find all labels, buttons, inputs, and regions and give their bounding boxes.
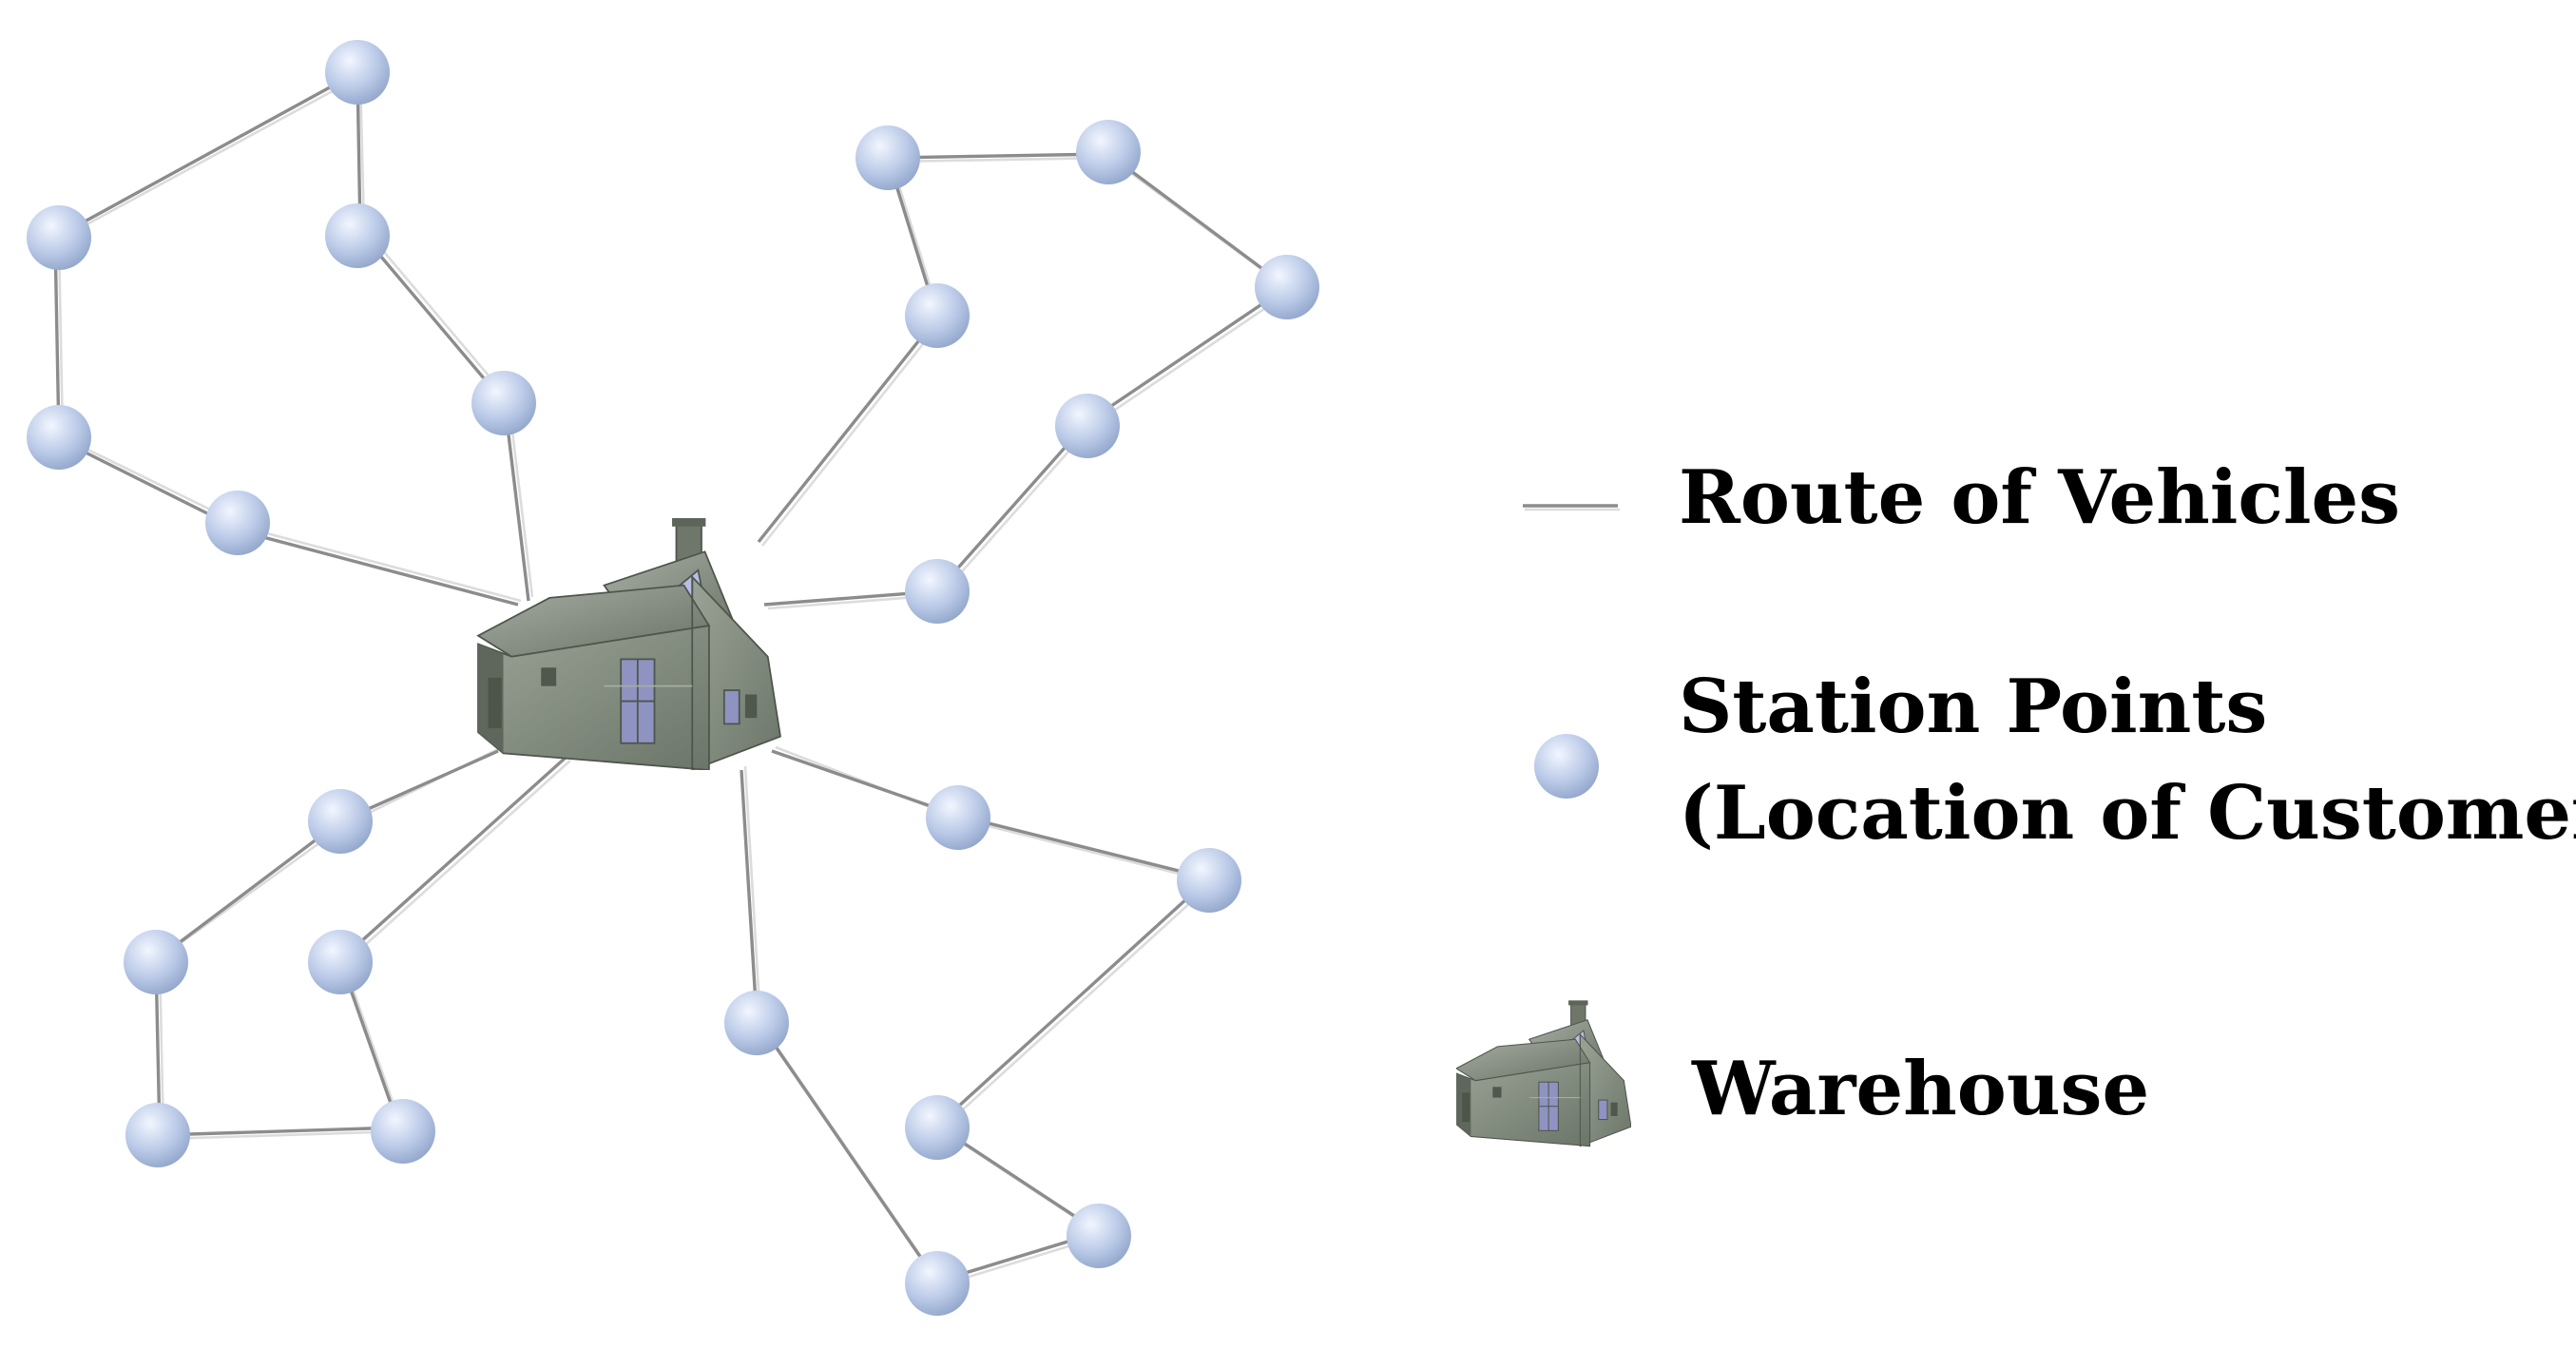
station-point	[308, 930, 373, 994]
station-point	[205, 491, 270, 555]
legend: Route of Vehicles Station Points (Locati…	[1456, 454, 2576, 1147]
station-point	[1177, 848, 1241, 913]
station-point	[1076, 120, 1141, 184]
route-4	[740, 745, 1216, 1287]
station-point	[371, 1099, 435, 1164]
legend-route-label: Route of Vehicles	[1679, 454, 2400, 541]
station-point	[926, 785, 990, 850]
legend-warehouse-label: Warehouse	[1691, 1046, 2149, 1132]
route-2	[757, 152, 1294, 610]
station-point	[724, 991, 789, 1055]
station-point	[471, 371, 536, 435]
station-point	[905, 283, 970, 348]
station-point	[325, 203, 390, 268]
station-point	[905, 559, 970, 624]
station-point	[308, 789, 373, 854]
legend-station-point	[1534, 734, 1599, 799]
legend-route: Route of Vehicles	[1523, 454, 2400, 541]
legend-station: Station Points (Location of Customers)	[1534, 664, 2576, 857]
station-point	[27, 405, 91, 470]
station-point	[325, 40, 390, 105]
legend-warehouse-icon	[1456, 999, 1631, 1147]
station-points	[27, 40, 1319, 1316]
station-point	[1067, 1204, 1131, 1268]
station-point	[1255, 255, 1319, 319]
legend-station-label-line1: Station Points	[1679, 664, 2267, 750]
station-point	[125, 1103, 190, 1167]
station-point	[905, 1251, 970, 1316]
station-point	[855, 125, 920, 190]
station-point	[27, 205, 91, 270]
station-point	[124, 930, 188, 994]
station-point	[905, 1095, 970, 1160]
route-line-4	[740, 749, 1213, 1283]
route-line-2	[757, 152, 1290, 607]
station-point	[1055, 394, 1120, 458]
legend-station-label-line2: (Location of Customers)	[1679, 770, 2576, 857]
route-1	[53, 69, 534, 607]
legend-warehouse: Warehouse	[1456, 999, 2149, 1147]
